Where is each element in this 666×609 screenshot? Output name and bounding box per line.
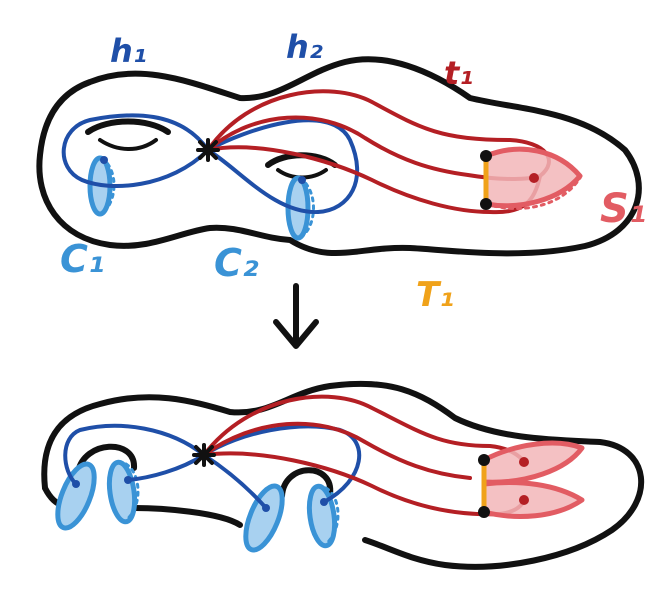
cut-disk-c2-left <box>243 483 285 553</box>
label-h2: h₂ <box>286 28 323 66</box>
label-c2: C₂ <box>214 241 259 285</box>
top-panel <box>36 56 642 257</box>
hole-1 <box>85 118 171 151</box>
arcs-t1-bottom <box>202 394 526 517</box>
down-arrow-icon <box>273 283 319 349</box>
cut-hole-2 <box>279 467 334 499</box>
loop-h2 <box>204 118 360 215</box>
surface-outline-top <box>36 56 642 257</box>
surface-outline-bottom-top <box>41 380 645 570</box>
cut-disk-c1-left <box>55 461 97 531</box>
sphere-s1-split <box>481 440 585 519</box>
label-t1-segment: T₁ <box>416 275 454 315</box>
basepoint-star-bottom <box>192 443 216 467</box>
basepoint-star <box>196 138 220 162</box>
cut-disk-c1-right <box>106 459 140 525</box>
label-t1: t₁ <box>444 54 473 92</box>
bottom-panel <box>41 380 645 570</box>
segment-t1-bottom <box>478 454 490 518</box>
sphere-s1 <box>483 146 583 210</box>
label-c1: C₁ <box>60 237 105 281</box>
hole-2 <box>265 152 338 180</box>
label-s1: S₁ <box>600 186 646 232</box>
label-h1: h₁ <box>110 32 147 70</box>
segment-t1 <box>480 150 492 210</box>
loop-h1 <box>61 113 211 189</box>
